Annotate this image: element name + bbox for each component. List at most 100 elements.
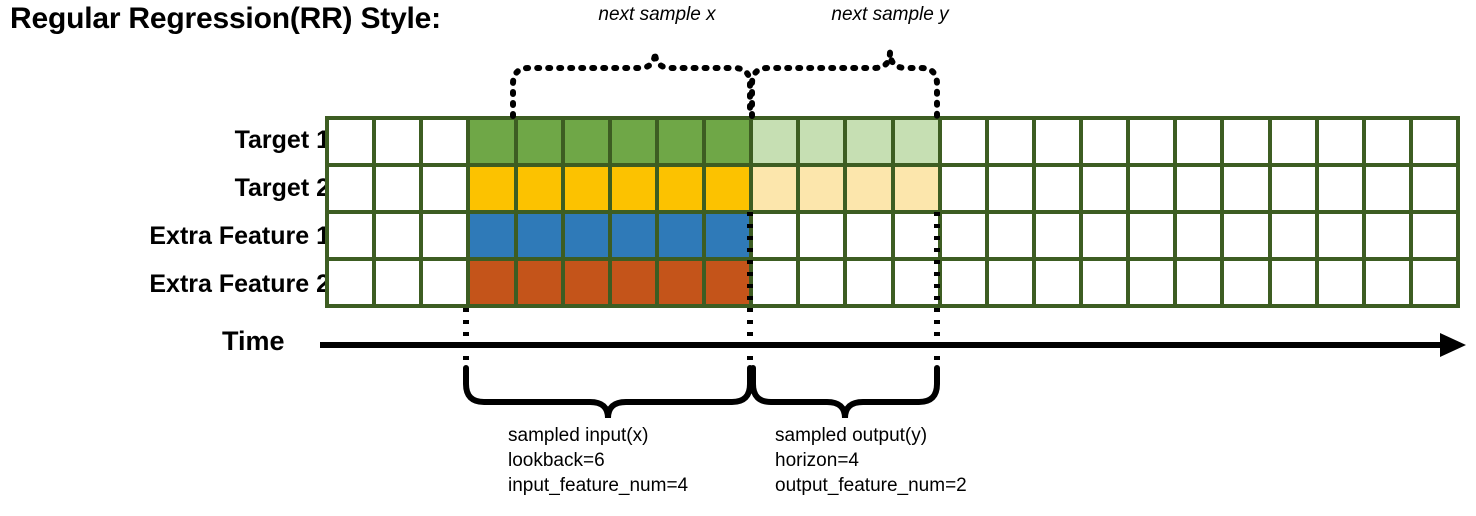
grid-cell-r1-c10 <box>753 120 797 163</box>
grid-cell-r3-c9 <box>706 214 750 257</box>
grid-cell-r3-c3 <box>423 214 467 257</box>
grid-cell-r3-c14 <box>941 214 985 257</box>
row-label-extra-feature-1: Extra Feature 1 <box>149 222 330 250</box>
grid-cell-r4-c4 <box>470 261 514 304</box>
grid-cell-r3-c23 <box>1365 214 1409 257</box>
grid-cell-r1-c4 <box>470 120 514 163</box>
grid-cell-r2-c17 <box>1083 167 1127 210</box>
grid-cell-r1-c22 <box>1318 120 1362 163</box>
grid-cell-r4-c15 <box>988 261 1032 304</box>
grid-cell-r3-c21 <box>1271 214 1315 257</box>
grid-cell-r4-c12 <box>847 261 891 304</box>
grid-cell-r1-c11 <box>800 120 844 163</box>
grid-cell-r1-c8 <box>658 120 702 163</box>
grid-cell-r2-c16 <box>1035 167 1079 210</box>
grid-cell-r4-c9 <box>706 261 750 304</box>
grid-cell-r2-c14 <box>941 167 985 210</box>
grid-cell-r2-c15 <box>988 167 1032 210</box>
grid-cell-r2-c23 <box>1365 167 1409 210</box>
grid-cell-r2-c8 <box>658 167 702 210</box>
grid-cell-r4-c18 <box>1130 261 1174 304</box>
grid-cell-r2-c24 <box>1412 167 1456 210</box>
grid-cell-r2-c19 <box>1177 167 1221 210</box>
next-sample-y-label: next sample y <box>831 4 949 25</box>
grid-cell-r3-c16 <box>1035 214 1079 257</box>
grid-cell-r4-c23 <box>1365 261 1409 304</box>
grid-cell-r1-c1 <box>329 120 373 163</box>
time-axis-label: Time <box>222 326 285 356</box>
timeseries-grid <box>325 116 1460 308</box>
grid-cell-r4-c21 <box>1271 261 1315 304</box>
grid-cell-r1-c14 <box>941 120 985 163</box>
grid-cell-r3-c17 <box>1083 214 1127 257</box>
bottom-brace-input <box>463 365 753 419</box>
next-sample-x-label: next sample x <box>598 4 716 25</box>
grid-cell-r1-c3 <box>423 120 467 163</box>
grid-cell-r3-c6 <box>564 214 608 257</box>
page-title: Regular Regression(RR) Style: <box>10 2 441 35</box>
caption-output-line-2: horizon=4 <box>775 450 859 471</box>
caption-sampled-output: sampled output(y) horizon=4 output_featu… <box>775 423 967 498</box>
grid-cell-r3-c12 <box>847 214 891 257</box>
top-brace-input <box>510 51 753 119</box>
grid-cell-r1-c24 <box>1412 120 1456 163</box>
grid-cell-r4-c13 <box>894 261 938 304</box>
grid-cell-r2-c21 <box>1271 167 1315 210</box>
grid-cell-r1-c6 <box>564 120 608 163</box>
grid-cell-r3-c4 <box>470 214 514 257</box>
grid-cell-r2-c1 <box>329 167 373 210</box>
grid-cell-r3-c15 <box>988 214 1032 257</box>
grid-cell-r1-c7 <box>611 120 655 163</box>
grid-cell-r3-c13 <box>894 214 938 257</box>
grid-cell-r1-c5 <box>517 120 561 163</box>
row-label-extra-feature-2: Extra Feature 2 <box>149 270 330 298</box>
grid-cell-r2-c4 <box>470 167 514 210</box>
grid-cell-r1-c15 <box>988 120 1032 163</box>
grid-cell-r1-c9 <box>706 120 750 163</box>
grid-cell-r4-c8 <box>658 261 702 304</box>
grid-cell-r3-c18 <box>1130 214 1174 257</box>
grid-cell-r3-c10 <box>753 214 797 257</box>
grid-cell-r4-c2 <box>376 261 420 304</box>
grid-cell-r4-c16 <box>1035 261 1079 304</box>
grid-cell-r1-c12 <box>847 120 891 163</box>
grid-cell-r4-c1 <box>329 261 373 304</box>
row-label-target-2: Target 2 <box>234 174 330 202</box>
grid-cell-r4-c3 <box>423 261 467 304</box>
caption-input-line-1: sampled input(x) <box>508 425 649 446</box>
grid-cell-r4-c6 <box>564 261 608 304</box>
grid-cell-r3-c11 <box>800 214 844 257</box>
caption-sampled-input: sampled input(x) lookback=6 input_featur… <box>508 423 688 498</box>
grid-cell-r2-c22 <box>1318 167 1362 210</box>
grid-cell-r1-c20 <box>1224 120 1268 163</box>
grid-cell-r1-c23 <box>1365 120 1409 163</box>
grid-cell-r4-c7 <box>611 261 655 304</box>
grid-cell-r3-c8 <box>658 214 702 257</box>
grid-cell-r2-c7 <box>611 167 655 210</box>
grid-cell-r1-c18 <box>1130 120 1174 163</box>
grid-cell-r4-c14 <box>941 261 985 304</box>
grid-cell-r3-c5 <box>517 214 561 257</box>
grid-cell-r2-c13 <box>894 167 938 210</box>
grid-cell-r1-c16 <box>1035 120 1079 163</box>
grid-cell-r1-c13 <box>894 120 938 163</box>
caption-input-line-3: input_feature_num=4 <box>508 475 689 496</box>
grid-cell-r2-c6 <box>564 167 608 210</box>
grid-cell-r3-c19 <box>1177 214 1221 257</box>
grid-cell-r2-c10 <box>753 167 797 210</box>
grid-cell-r1-c19 <box>1177 120 1221 163</box>
caption-output-line-3: output_feature_num=2 <box>775 475 967 496</box>
grid-cell-r3-c2 <box>376 214 420 257</box>
grid-cell-r4-c10 <box>753 261 797 304</box>
top-brace-output <box>749 51 940 119</box>
grid-cell-r2-c3 <box>423 167 467 210</box>
row-label-target-1: Target 1 <box>234 126 330 154</box>
grid-cell-r2-c11 <box>800 167 844 210</box>
grid-cell-r1-c21 <box>1271 120 1315 163</box>
grid-cell-r1-c2 <box>376 120 420 163</box>
grid-cell-r3-c24 <box>1412 214 1456 257</box>
grid-cell-r2-c9 <box>706 167 750 210</box>
grid-cell-r4-c20 <box>1224 261 1268 304</box>
caption-output-line-1: sampled output(y) <box>775 425 928 446</box>
